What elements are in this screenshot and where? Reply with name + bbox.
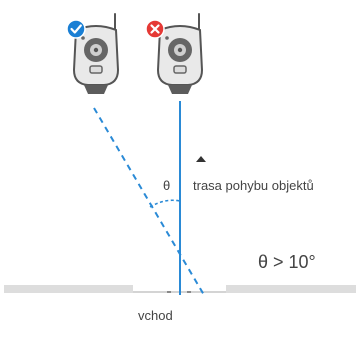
cross-badge-icon <box>145 19 165 39</box>
camera-wrong <box>156 13 204 94</box>
lens-center <box>177 47 183 53</box>
tilted-detection-line <box>93 107 205 296</box>
pir-sensor <box>89 65 103 74</box>
check-badge-icon <box>66 19 86 39</box>
camera-correct <box>72 13 120 94</box>
pir-sensor <box>173 65 187 74</box>
angle-condition-label: θ > 10° <box>258 252 316 272</box>
indicator-dot <box>81 36 85 40</box>
floor-left <box>4 285 133 293</box>
direction-arrow-icon <box>196 156 206 162</box>
path-label: trasa pohybu objektů <box>193 178 314 193</box>
indicator-dot <box>165 36 169 40</box>
camera-base <box>84 85 108 94</box>
theta-label: θ <box>163 178 170 193</box>
entrance-label: vchod <box>138 308 173 323</box>
door-mark-right <box>187 291 191 293</box>
lens-center <box>93 47 99 53</box>
floor-right <box>226 285 356 293</box>
door-mark-left <box>167 291 171 293</box>
camera-base <box>168 85 192 94</box>
angle-arc <box>149 199 181 208</box>
